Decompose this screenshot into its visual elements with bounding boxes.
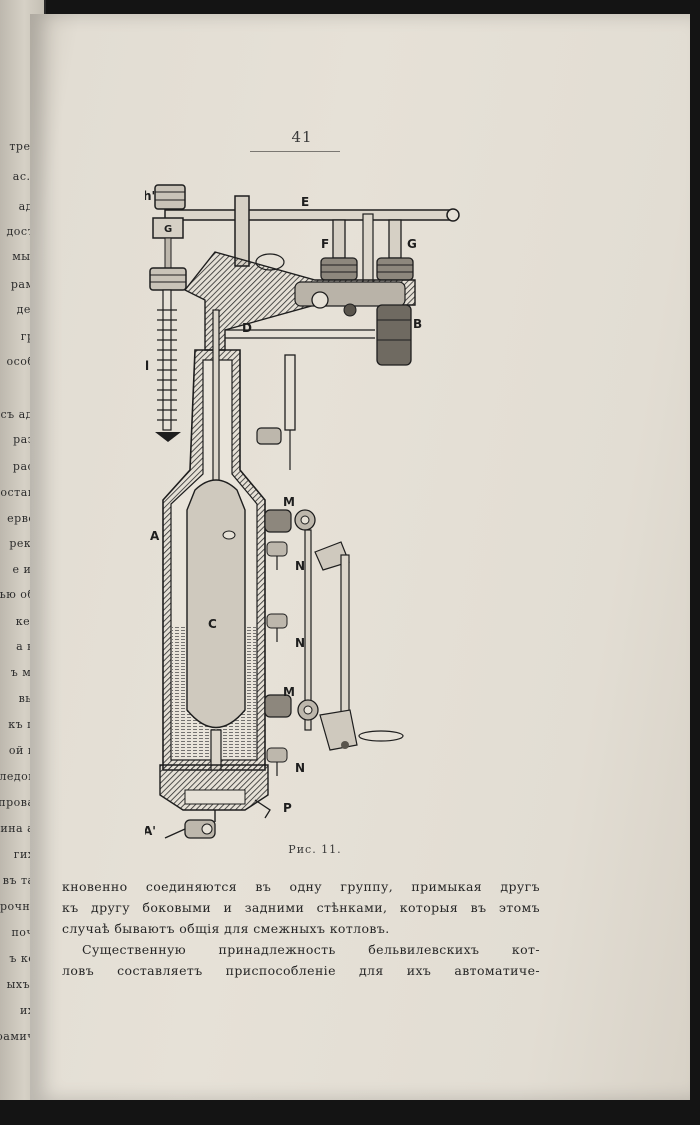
label-A: A <box>150 529 160 543</box>
figure-caption: Рис. 11. <box>288 843 342 856</box>
label-M-lower: M <box>283 685 295 699</box>
label-A-prime: A' <box>145 824 156 838</box>
text-line: кновенно соединяются въ одну группу, при… <box>62 879 540 894</box>
label-E: E <box>301 195 309 209</box>
label-h: h <box>145 271 146 285</box>
text-line: ловъ составляетъ приспособленіе для ихъ … <box>62 963 540 978</box>
valve-middle-rod <box>362 213 374 290</box>
vessel-bottom <box>159 764 271 839</box>
text-line: Существенную принадлежность бельвилевски… <box>82 942 540 957</box>
label-P: P <box>283 801 292 815</box>
boiler-engraving: h' G E F G h D B l M A N C N M N P A' <box>145 184 460 839</box>
label-g-small: G <box>164 224 172 235</box>
label-M-upper: M <box>283 495 295 509</box>
regulator-body <box>183 251 416 366</box>
boiler-diagram: h' G E F G h D B l M A N C N M N P A' <box>145 170 465 850</box>
page-number-rule <box>250 151 340 152</box>
label-D: D <box>242 321 252 335</box>
label-l: l <box>145 359 149 373</box>
book-page <box>30 14 690 1100</box>
paragraph: кновенно соединяются въ одну группу, при… <box>62 876 540 939</box>
label-N-middle: N <box>295 636 305 650</box>
feed-valve-mechanism <box>264 509 404 776</box>
label-C: C <box>208 617 217 631</box>
text-line: случаѣ бываютъ общія для смежныхъ котлов… <box>62 921 390 936</box>
label-G: G <box>407 237 417 251</box>
label-F: F <box>321 237 329 251</box>
valve-G <box>376 219 414 281</box>
label-N-upper: N <box>295 559 305 573</box>
label-N-lower: N <box>295 761 305 775</box>
valve-F <box>320 219 358 281</box>
gauge-glass <box>256 354 296 470</box>
lever-E <box>164 195 460 267</box>
page-number: 41 <box>291 128 313 146</box>
float-C <box>186 309 246 771</box>
label-h-prime: h' <box>145 189 155 203</box>
label-B: B <box>413 317 422 331</box>
text-line: къ другу боковыми и задними стѣнками, ко… <box>62 900 540 915</box>
weight-assembly <box>149 184 187 442</box>
body-text: кновенно соединяются въ одну группу, при… <box>62 876 540 981</box>
paragraph: Существенную принадлежность бельвилевски… <box>62 939 540 981</box>
